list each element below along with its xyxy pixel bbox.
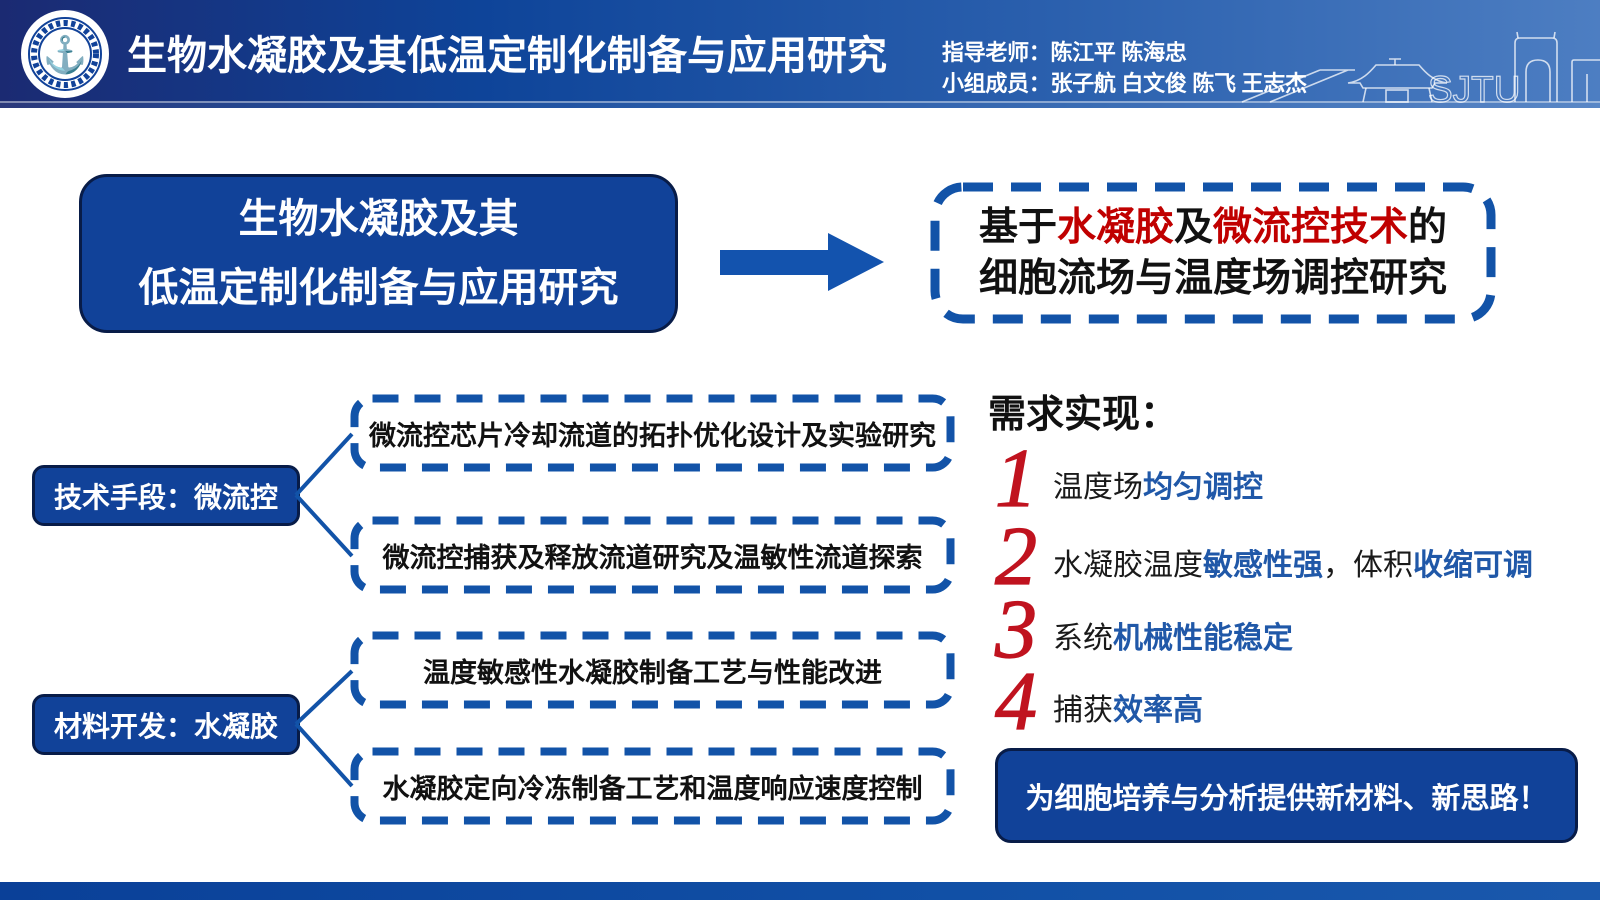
goal-box: 基于水凝胶及微流控技术的 细胞流场与温度场调控研究 xyxy=(930,182,1496,324)
branch-label-microfluidics: 技术手段：微流控 xyxy=(32,465,300,526)
goal-line2: 细胞流场与温度场调控研究 xyxy=(978,257,1447,300)
requirement-number-3: 3 xyxy=(994,583,1037,676)
sjtu-logo-icon: ⚓ xyxy=(20,9,110,99)
svg-text:⚓: ⚓ xyxy=(43,34,88,75)
header-divider-line xyxy=(0,101,1600,103)
credits-block: 指导老师：陈江平 陈海忠 小组成员：张子航 白文俊 陈飞 王志杰 xyxy=(942,37,1307,99)
goal-line1: 基于水凝胶及微流控技术的 xyxy=(978,206,1448,249)
goal-text: 基于水凝胶及微流控技术的 细胞流场与温度场调控研究 xyxy=(979,202,1447,304)
requirement-item-1: 1 温度场均匀调控 xyxy=(994,432,1263,525)
arrow-right-icon xyxy=(720,233,884,291)
requirement-number-4: 4 xyxy=(994,655,1037,748)
slide-title: 生物水凝胶及其低温定制化制备与应用研究 xyxy=(127,34,887,78)
members-line: 小组成员：张子航 白文俊 陈飞 王志杰 xyxy=(942,71,1307,96)
footer-bar xyxy=(0,882,1600,900)
main-topic-line1: 生物水凝胶及其 xyxy=(238,196,519,241)
requirement-item-2: 2 水凝胶温度敏感性强，体积收缩可调 xyxy=(994,510,1533,603)
branch-label-hydrogel: 材料开发：水凝胶 xyxy=(32,694,300,755)
svg-text:SJTU: SJTU xyxy=(1428,69,1521,108)
header-bottom-strip xyxy=(0,102,1600,108)
requirement-number-2: 2 xyxy=(994,510,1037,603)
requirement-item-3: 3 系统机械性能稳定 xyxy=(994,583,1293,676)
requirements-heading: 需求实现： xyxy=(988,394,1179,436)
header-bar: ⚓ 生物水凝胶及其低温定制化制备与应用研究 指导老师：陈江平 陈海忠 小组成员：… xyxy=(0,0,1600,111)
sjtu-skyline-watermark: SJTU xyxy=(810,18,1600,111)
requirement-item-4: 4 捕获效率高 xyxy=(994,655,1203,748)
branch-item-box-4: 水凝胶定向冷冻制备工艺和温度响应速度控制 xyxy=(350,747,955,825)
branch-item-box-1: 微流控芯片冷却流道的拓扑优化设计及实验研究 xyxy=(350,394,955,472)
main-topic-box: 生物水凝胶及其 低温定制化制备与应用研究 xyxy=(79,174,678,333)
branch-item-box-2: 微流控捕获及释放流道研究及温敏性流道探索 xyxy=(350,516,955,594)
conclusion-box: 为细胞培养与分析提供新材料、新思路！ xyxy=(995,748,1578,843)
branch-item-box-3: 温度敏感性水凝胶制备工艺与性能改进 xyxy=(350,631,955,709)
advisor-line: 指导老师：陈江平 陈海忠 xyxy=(942,40,1187,65)
requirement-number-1: 1 xyxy=(994,432,1037,525)
main-topic-line2: 低温定制化制备与应用研究 xyxy=(138,265,619,310)
